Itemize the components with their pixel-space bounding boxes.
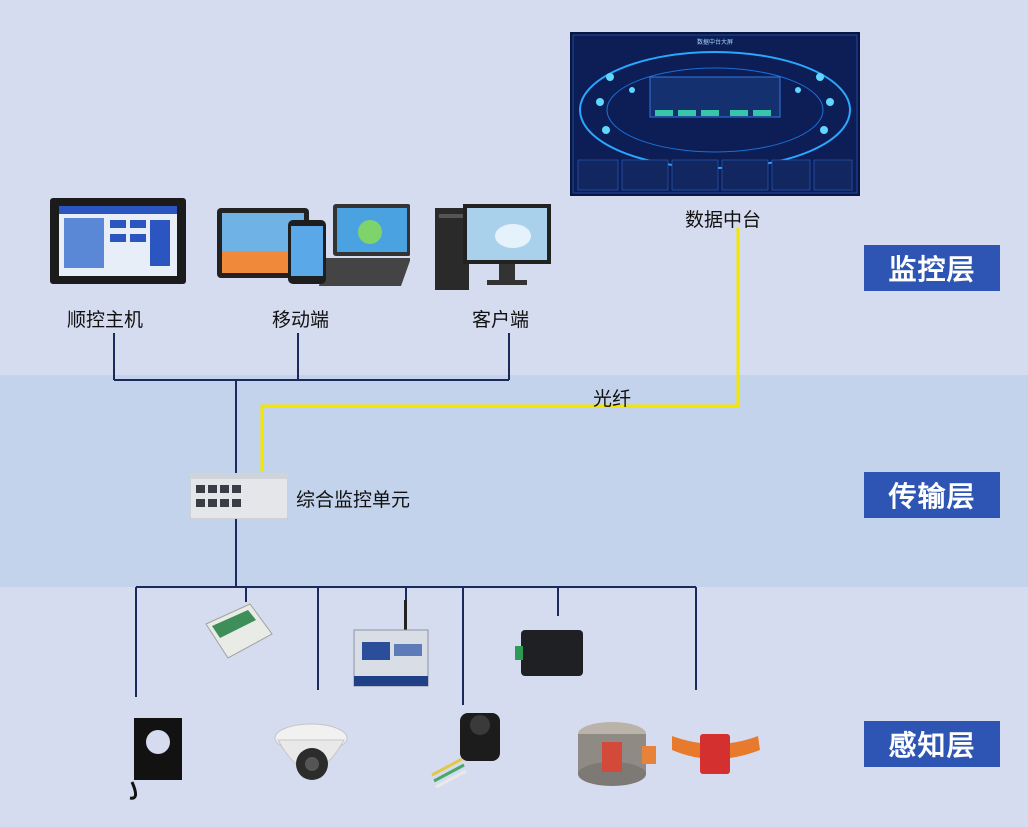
current-transformer-icon	[129, 718, 182, 800]
angle-sensor-icon	[431, 713, 500, 789]
client-desktop-icon	[435, 204, 551, 290]
mobile-label: 移动端	[272, 309, 330, 331]
sequential-host-icon	[50, 198, 186, 284]
data-center-label: 数据中台	[685, 209, 762, 231]
dashboard-title: 数据中台大屏	[697, 38, 733, 46]
sense-layer-label: 感知层	[864, 721, 1000, 767]
monitor-unit-label: 综合监控单元	[296, 489, 411, 511]
wireless-meter-icon	[353, 600, 429, 687]
temperature-sensor-ring-icon	[578, 722, 656, 786]
wireless-temp-clamp-icon	[672, 734, 760, 774]
sequential-host-label: 顺控主机	[67, 309, 144, 331]
fiber-line	[260, 228, 740, 472]
transmission-layer-band	[0, 375, 1028, 587]
client-label: 客户端	[472, 309, 530, 331]
sensing-layer-band	[0, 587, 1028, 827]
gateway-box-icon	[515, 630, 583, 676]
mobile-devices-icon	[217, 204, 410, 286]
fiber-label: 光纤	[593, 388, 632, 410]
camera-icon	[274, 723, 348, 780]
io-module-icon	[205, 603, 273, 659]
data-center-screen-icon: 数据中台大屏	[570, 32, 860, 196]
transmit-layer-label: 传输层	[864, 472, 1000, 518]
monitor-unit-icon	[190, 473, 288, 519]
monitor-layer-label: 监控层	[864, 245, 1000, 291]
